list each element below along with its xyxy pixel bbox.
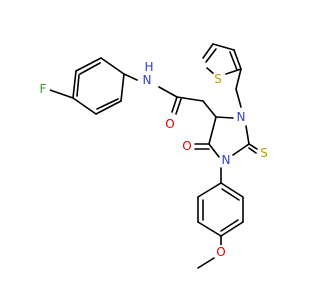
amide-oxygen-label: O <box>165 117 174 131</box>
amide-hydrogen-label: H <box>144 60 153 74</box>
molecule-structure: F N H O S N N O S O <box>36 43 271 269</box>
ring-carbonyl-oxygen-label: O <box>182 139 191 153</box>
bonds <box>49 43 258 269</box>
thione-sulfur-label: S <box>260 146 268 160</box>
atom-labels: F N H O S N N O S O <box>36 60 271 259</box>
ring-n1-label: N <box>222 153 231 167</box>
amide-nitrogen-label: N <box>143 73 152 87</box>
ring-n3-label: N <box>237 110 246 124</box>
methoxy-oxygen-label: O <box>216 245 225 259</box>
thiophene-sulfur-label: S <box>214 72 222 86</box>
fluorine-label: F <box>40 82 47 96</box>
